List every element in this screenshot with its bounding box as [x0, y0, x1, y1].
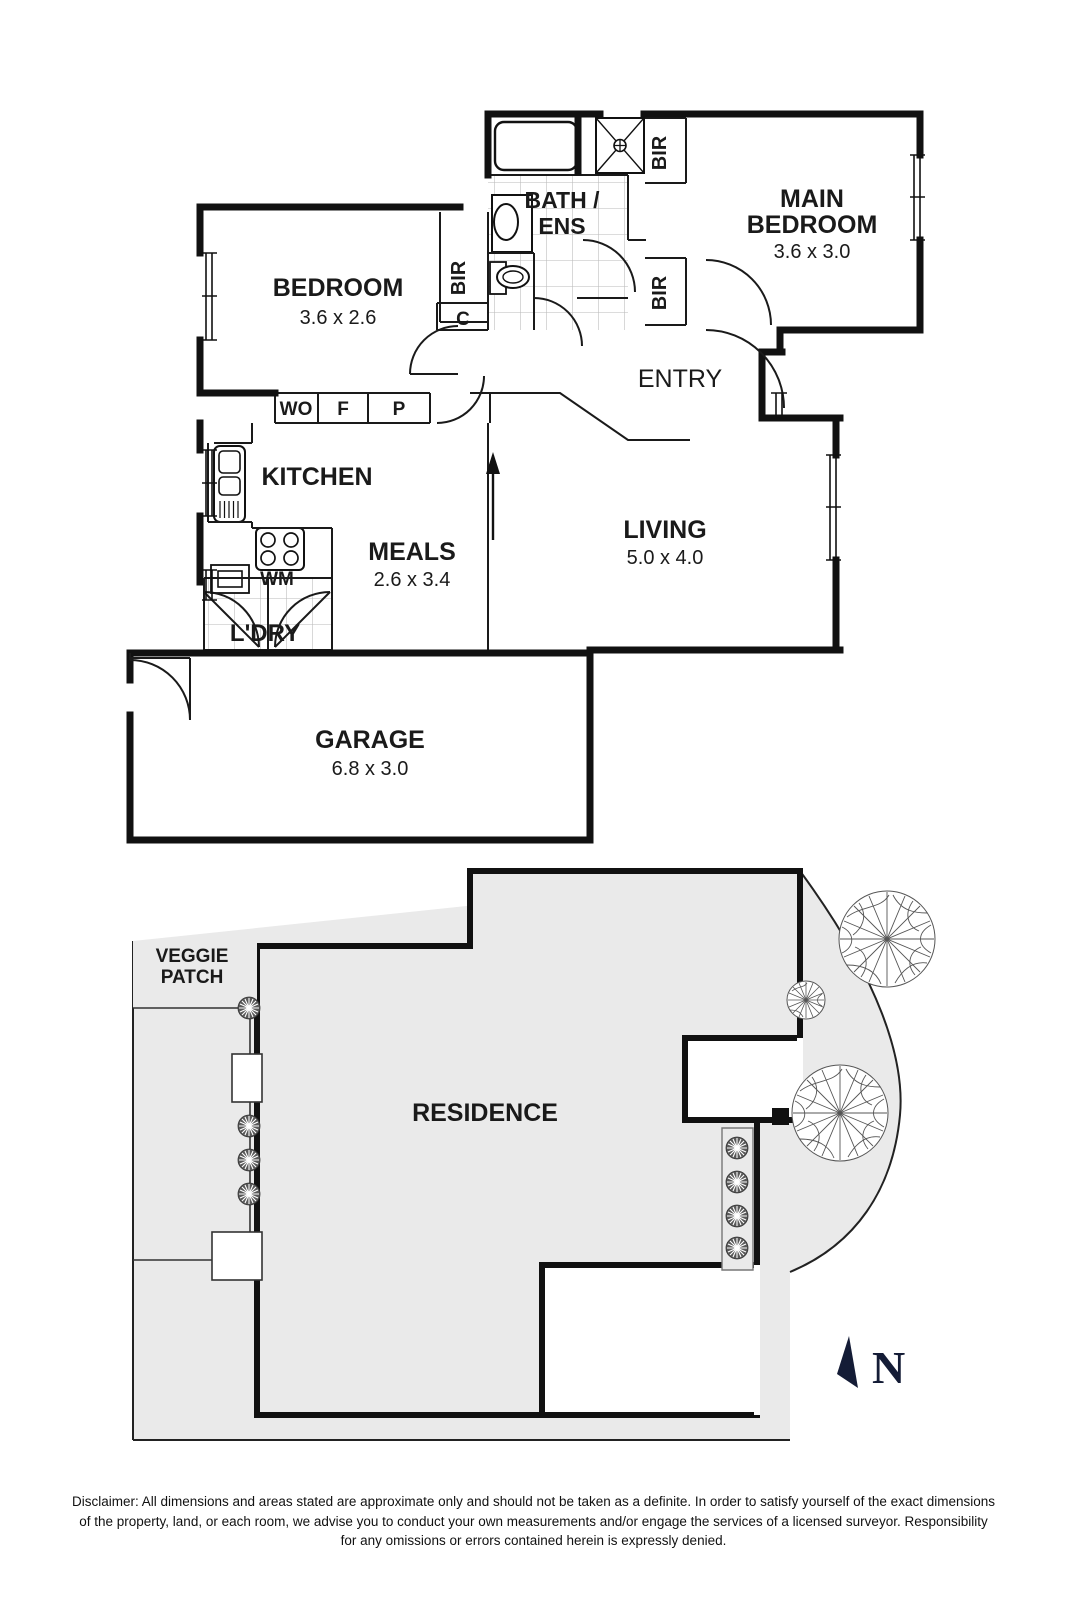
label-bir-bedroom: BIR — [448, 260, 470, 295]
label-bir-top: BIR — [649, 135, 671, 170]
shrub-icon — [725, 1236, 749, 1260]
label-bir-bottom: BIR — [649, 275, 671, 310]
label-kitchen: KITCHEN — [261, 463, 372, 491]
east-planter-bed — [721, 1127, 754, 1271]
label-bath-line2: ENS — [538, 213, 585, 239]
label-veggie-patch-line1: VEGGIE — [156, 946, 229, 967]
label-garage-dims: 6.8 x 3.0 — [332, 758, 409, 780]
large-tree-icon — [838, 890, 936, 988]
large-tree-icon — [791, 1064, 889, 1162]
north-arrow-letter: N — [872, 1342, 905, 1393]
label-meals: MEALS — [368, 538, 456, 566]
label-fridge: F — [337, 399, 349, 420]
structural-walls — [126, 110, 924, 844]
label-main-bedroom-line1: MAIN — [780, 185, 844, 213]
medium-tree-icon — [786, 980, 826, 1020]
upper-floor-plan: BEDROOM 3.6 x 2.6 MAIN BEDROOM 3.6 x 3.0… — [126, 110, 925, 844]
site-labels: RESIDENCE VEGGIE PATCH — [156, 946, 558, 1127]
label-veggie-patch-line2: PATCH — [161, 967, 224, 988]
disclaimer: Disclaimer: All dimensions and areas sta… — [0, 1492, 1067, 1551]
label-bedroom: BEDROOM — [273, 274, 404, 302]
room-labels: BEDROOM 3.6 x 2.6 MAIN BEDROOM 3.6 x 3.0… — [230, 135, 877, 780]
disclaimer-line-2: of the property, land, or each room, we … — [79, 1513, 988, 1529]
label-meals-dims: 2.6 x 3.4 — [374, 569, 451, 591]
north-arrow: N — [837, 1336, 905, 1393]
label-cupboard: C — [456, 309, 470, 330]
shrub-icon — [237, 1148, 261, 1172]
shrub-icon — [237, 1114, 261, 1138]
floorplan-svg: BEDROOM 3.6 x 2.6 MAIN BEDROOM 3.6 x 3.0… — [126, 110, 936, 1441]
kitchen-fixtures — [210, 445, 305, 594]
label-bedroom-dims: 3.6 x 2.6 — [300, 307, 377, 329]
label-garage: GARAGE — [315, 726, 425, 754]
label-washing-machine: WM — [260, 569, 294, 590]
west-garden-strip — [211, 996, 263, 1281]
label-main-bedroom-dims: 3.6 x 3.0 — [774, 241, 851, 263]
site-plan: RESIDENCE VEGGIE PATCH — [132, 868, 936, 1441]
shrub-icon — [237, 1182, 261, 1206]
shrub-icon — [237, 996, 261, 1020]
label-laundry: L'DRY — [230, 620, 300, 647]
label-living: LIVING — [623, 516, 706, 544]
shrub-icon — [725, 1136, 749, 1160]
shrub-icon — [725, 1170, 749, 1194]
label-entry: ENTRY — [638, 365, 723, 393]
label-bath-line1: BATH / — [525, 187, 601, 213]
footprint-void-edges — [257, 1038, 803, 1418]
label-living-dims: 5.0 x 4.0 — [627, 547, 704, 569]
label-wall-oven: WO — [280, 399, 313, 420]
label-pantry: P — [393, 399, 406, 420]
shrub-icon — [725, 1204, 749, 1228]
label-main-bedroom-line2: BEDROOM — [747, 211, 878, 239]
internal-partitions — [203, 117, 690, 651]
plan-direction-arrow — [486, 452, 500, 540]
door-swings — [129, 239, 785, 721]
windows — [202, 154, 925, 601]
label-residence: RESIDENCE — [412, 1099, 558, 1127]
gate-post — [772, 1108, 789, 1125]
disclaimer-line-1: Disclaimer: All dimensions and areas sta… — [71, 1494, 995, 1509]
east-garden-strip — [721, 1108, 789, 1271]
plan-canvas: BEDROOM 3.6 x 2.6 MAIN BEDROOM 3.6 x 3.0… — [126, 110, 936, 1441]
disclaimer-line-3: for any omissions or errors contained he… — [340, 1533, 727, 1549]
